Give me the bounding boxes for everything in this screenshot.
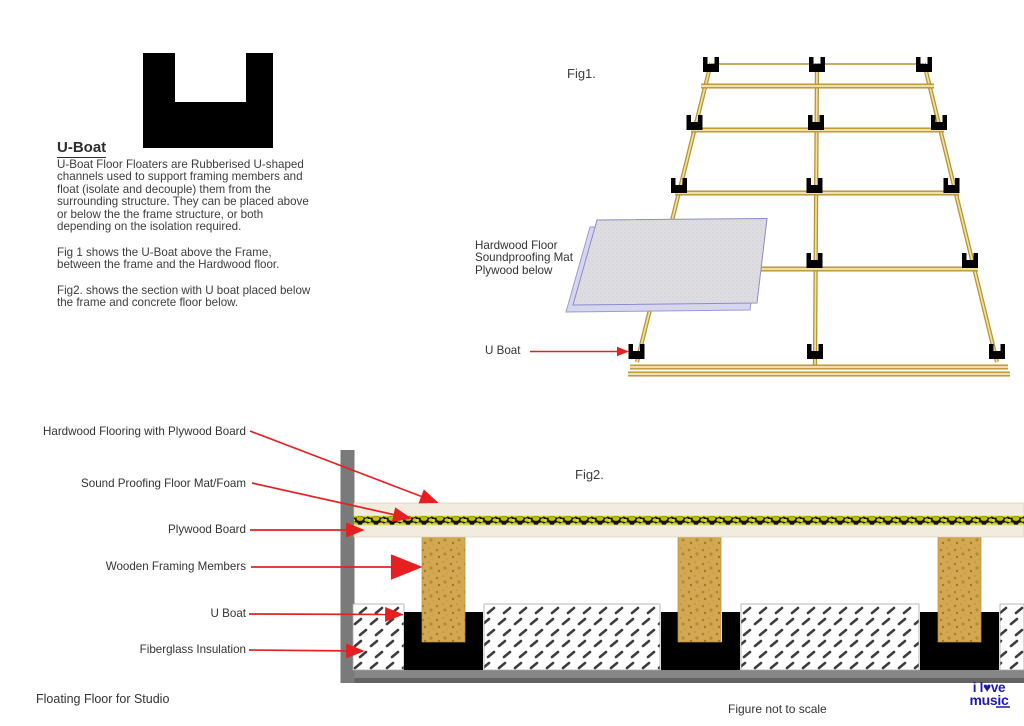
drawing-title: Floating Floor for Studio bbox=[36, 692, 170, 706]
fig2-soundmat-layer bbox=[354, 516, 1024, 525]
fig2-note: Fig2. shows the section with U boat plac… bbox=[57, 284, 311, 310]
fig1-note: Fig 1 shows the U-Boat above the Frame, … bbox=[57, 246, 280, 272]
fig2-floor-layers bbox=[353, 502, 1024, 538]
fig2-callout-arrows bbox=[248, 430, 439, 659]
fig2-section-drawing bbox=[248, 430, 1024, 683]
callout-uboat: U Boat bbox=[210, 607, 246, 620]
callout-framing-members: Wooden Framing Members bbox=[105, 560, 246, 573]
logo-line2: music bbox=[969, 692, 1009, 708]
fig1-caption: Fig1. bbox=[567, 66, 596, 81]
uboat-icon-notch bbox=[175, 53, 246, 102]
uboat-channel-icon bbox=[143, 53, 273, 148]
fig2-caption: Fig2. bbox=[575, 467, 604, 482]
scale-note: Figure not to scale bbox=[728, 702, 827, 716]
i-love-music-logo: i l♥ve music bbox=[962, 680, 1016, 708]
section-heading: U-Boat bbox=[57, 139, 107, 158]
callout-hardwood-flooring: Hardwood Flooring with Plywood Board bbox=[43, 425, 246, 438]
fig2-hardwood-layer bbox=[353, 502, 1024, 517]
callout-plywood-board: Plywood Board bbox=[168, 523, 246, 536]
logo-subtext bbox=[996, 706, 1010, 708]
fig2-uboat-channels bbox=[404, 612, 999, 670]
description-paragraph: U-Boat Floor Floaters are Rubberised U-s… bbox=[57, 158, 309, 234]
fig2-plywood-layer bbox=[353, 524, 1024, 538]
fig1-uboat-label: U Boat bbox=[485, 344, 521, 357]
callout-soundproofing-mat: Sound Proofing Floor Mat/Foam bbox=[81, 477, 246, 490]
fig2-concrete-slab bbox=[354, 670, 1024, 683]
fig1-mat-label: Hardwood Floor Soundproofing Mat Plywood… bbox=[475, 239, 573, 277]
section-heading-text: U-Boat bbox=[57, 139, 107, 158]
fig1-joist-rails bbox=[634, 62, 1000, 366]
logo-line1: i l♥ve bbox=[972, 680, 1006, 695]
fig1-frame-drawing bbox=[530, 57, 1010, 377]
fig1-uboat-arrow bbox=[530, 346, 629, 357]
fig2-framing-posts bbox=[421, 536, 982, 643]
callout-fiberglass-insulation: Fiberglass Insulation bbox=[139, 643, 246, 656]
fig1-mat-panel bbox=[565, 217, 768, 313]
